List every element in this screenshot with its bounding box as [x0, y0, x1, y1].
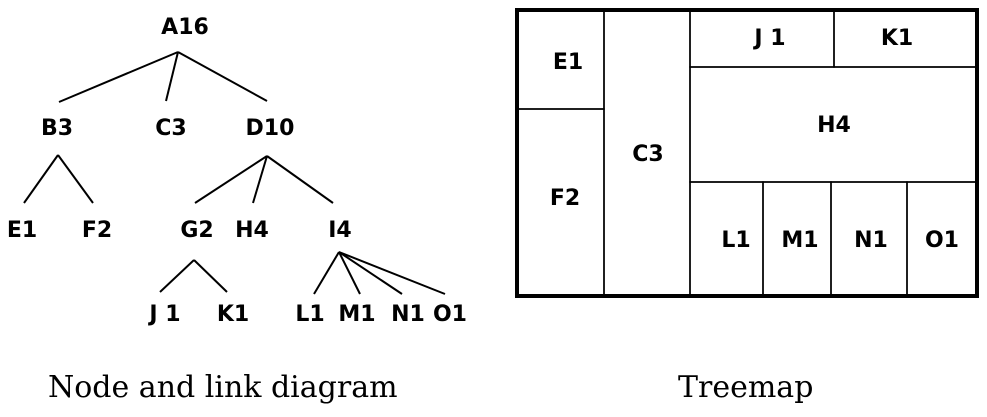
tree-node-b3: B3: [41, 116, 73, 141]
tree-node-e1: E1: [7, 218, 37, 243]
tree-node-n1: N1: [391, 302, 425, 327]
treemap-caption: Treemap: [678, 370, 814, 405]
treemap-label-n1: N1: [854, 228, 888, 253]
link-d10-h4: [252, 155, 268, 204]
treemap-label-f2: F2: [550, 186, 580, 211]
tree-node-h4: H4: [235, 218, 269, 243]
tree-node-f2: F2: [82, 218, 112, 243]
treemap-label-l1: L1: [721, 228, 750, 253]
link-a16-b3: [58, 51, 179, 103]
link-i4-o1: [338, 251, 446, 295]
tree-node-c3: C3: [155, 116, 186, 141]
tree-node-d10: D10: [246, 116, 295, 141]
tree-node-j1: J 1: [147, 302, 180, 327]
treemap-label-c3: C3: [632, 142, 663, 167]
treemap-label-h4: H4: [817, 113, 851, 138]
link-a16-c3: [165, 51, 179, 102]
tree-node-m1: M1: [338, 302, 375, 327]
link-d10-g2: [194, 155, 268, 204]
node-link-caption: Node and link diagram: [48, 370, 398, 405]
treemap-label-j1: J 1: [752, 26, 785, 51]
treemap-label-k1: K1: [881, 26, 913, 51]
link-g2-j1: [159, 259, 195, 293]
tree-node-a16: A16: [161, 15, 209, 40]
tree-node-l1: L1: [295, 302, 324, 327]
link-i4-m1: [338, 251, 361, 295]
tree-node-i4: I4: [328, 218, 352, 243]
tree-node-g2: G2: [180, 218, 213, 243]
treemap-outer-border: [515, 8, 979, 298]
treemap-label-e1: E1: [553, 50, 583, 75]
link-i4-l1: [313, 251, 340, 295]
link-d10-i4: [266, 155, 334, 204]
treemap-label-m1: M1: [781, 228, 818, 253]
tree-node-k1: K1: [217, 302, 249, 327]
link-g2-k1: [193, 259, 228, 293]
link-a16-d10: [177, 51, 268, 102]
link-i4-n1: [338, 251, 403, 295]
tree-node-o1: O1: [433, 302, 467, 327]
link-b3-e1: [23, 154, 59, 204]
link-b3-f2: [57, 154, 94, 204]
treemap-label-o1: O1: [925, 228, 959, 253]
